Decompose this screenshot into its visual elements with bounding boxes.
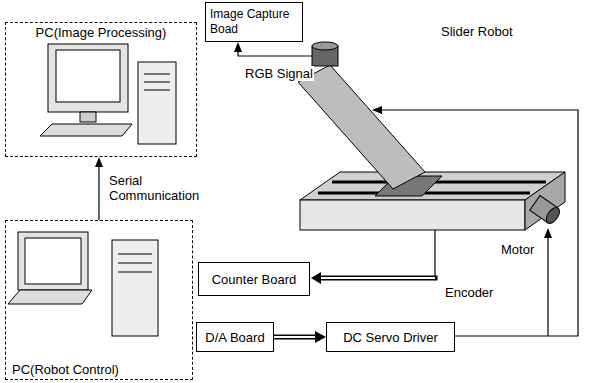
- drive-slot: [118, 254, 152, 255]
- wire: [547, 237, 548, 336]
- arrowhead: [372, 106, 382, 114]
- node-label: PC(Robot Control): [12, 362, 119, 377]
- keyboard: [40, 124, 132, 136]
- arrowhead: [234, 42, 242, 52]
- label-wrap: Encoder: [444, 283, 494, 301]
- encoder-wire: [311, 230, 438, 284]
- motor-end: [544, 205, 563, 225]
- board-box: Counter Board: [198, 262, 310, 296]
- desktop-computer: [40, 44, 176, 144]
- pc-tower: [138, 62, 176, 144]
- node-label: DC Servo Driver: [343, 330, 438, 345]
- signal-name: Encoder: [444, 285, 494, 300]
- connector-line: [98, 166, 99, 220]
- label-wrap: Motor: [500, 240, 535, 258]
- connectors: [95, 157, 326, 343]
- connector-line: [274, 335, 316, 340]
- motor: [530, 195, 562, 225]
- monitor-stand: [80, 112, 96, 122]
- part-name: Motor: [500, 242, 535, 257]
- wire: [434, 230, 435, 276]
- arrowhead: [95, 157, 103, 167]
- connector-core: [274, 336, 316, 338]
- signal-name: RGB Signal: [244, 66, 314, 81]
- part-name: Slider Robot: [440, 24, 514, 39]
- laptop-base: [8, 290, 92, 304]
- arrowhead: [311, 272, 321, 284]
- drive-slot: [118, 263, 152, 264]
- arrowhead: [544, 228, 552, 238]
- drive-slot: [144, 74, 170, 75]
- robot-base-top: [300, 172, 565, 200]
- connector: [95, 157, 103, 220]
- drive-slot: [118, 272, 152, 273]
- connector: [274, 331, 326, 343]
- node-label: PC(Image Processing): [36, 25, 167, 40]
- drive-wire: [372, 106, 578, 336]
- robot-arm: [298, 65, 425, 189]
- node-label: D/A Board: [205, 330, 264, 345]
- rail: [332, 181, 546, 184]
- wire: [238, 51, 312, 56]
- wire: [381, 110, 578, 336]
- edge-label: Serial Communication: [108, 173, 208, 203]
- capture-board: Image Capture Boad: [205, 2, 303, 42]
- pc-group: PC(Robot Control): [5, 220, 193, 380]
- drive-slot: [144, 90, 170, 91]
- driver-box: DC Servo Driver: [326, 322, 455, 352]
- pc-tower: [112, 240, 158, 336]
- label-wrap: Slider Robot: [440, 22, 514, 40]
- arrowhead: [315, 331, 326, 343]
- slider-robot: [298, 42, 565, 230]
- label-wrap: RGB Signal: [244, 64, 314, 82]
- robot-base-front: [300, 200, 525, 230]
- board-box: D/A Board: [196, 322, 274, 352]
- node-label: Counter Board: [212, 272, 297, 287]
- wire-core: [319, 277, 435, 279]
- edge-label-wrap: Serial Communication: [108, 173, 208, 204]
- monitor-screen: [56, 50, 120, 102]
- wire: [319, 276, 438, 281]
- laptop-lid: [18, 232, 88, 290]
- control-computer: [8, 232, 158, 336]
- node-label: Image Capture Boad: [210, 7, 298, 37]
- pc-group: PC(Image Processing): [5, 22, 197, 157]
- laptop-screen: [25, 238, 81, 284]
- rgb-wire: [234, 42, 312, 56]
- drive-slot: [144, 82, 170, 83]
- monitor-frame: [48, 44, 128, 112]
- camera-top: [312, 42, 338, 50]
